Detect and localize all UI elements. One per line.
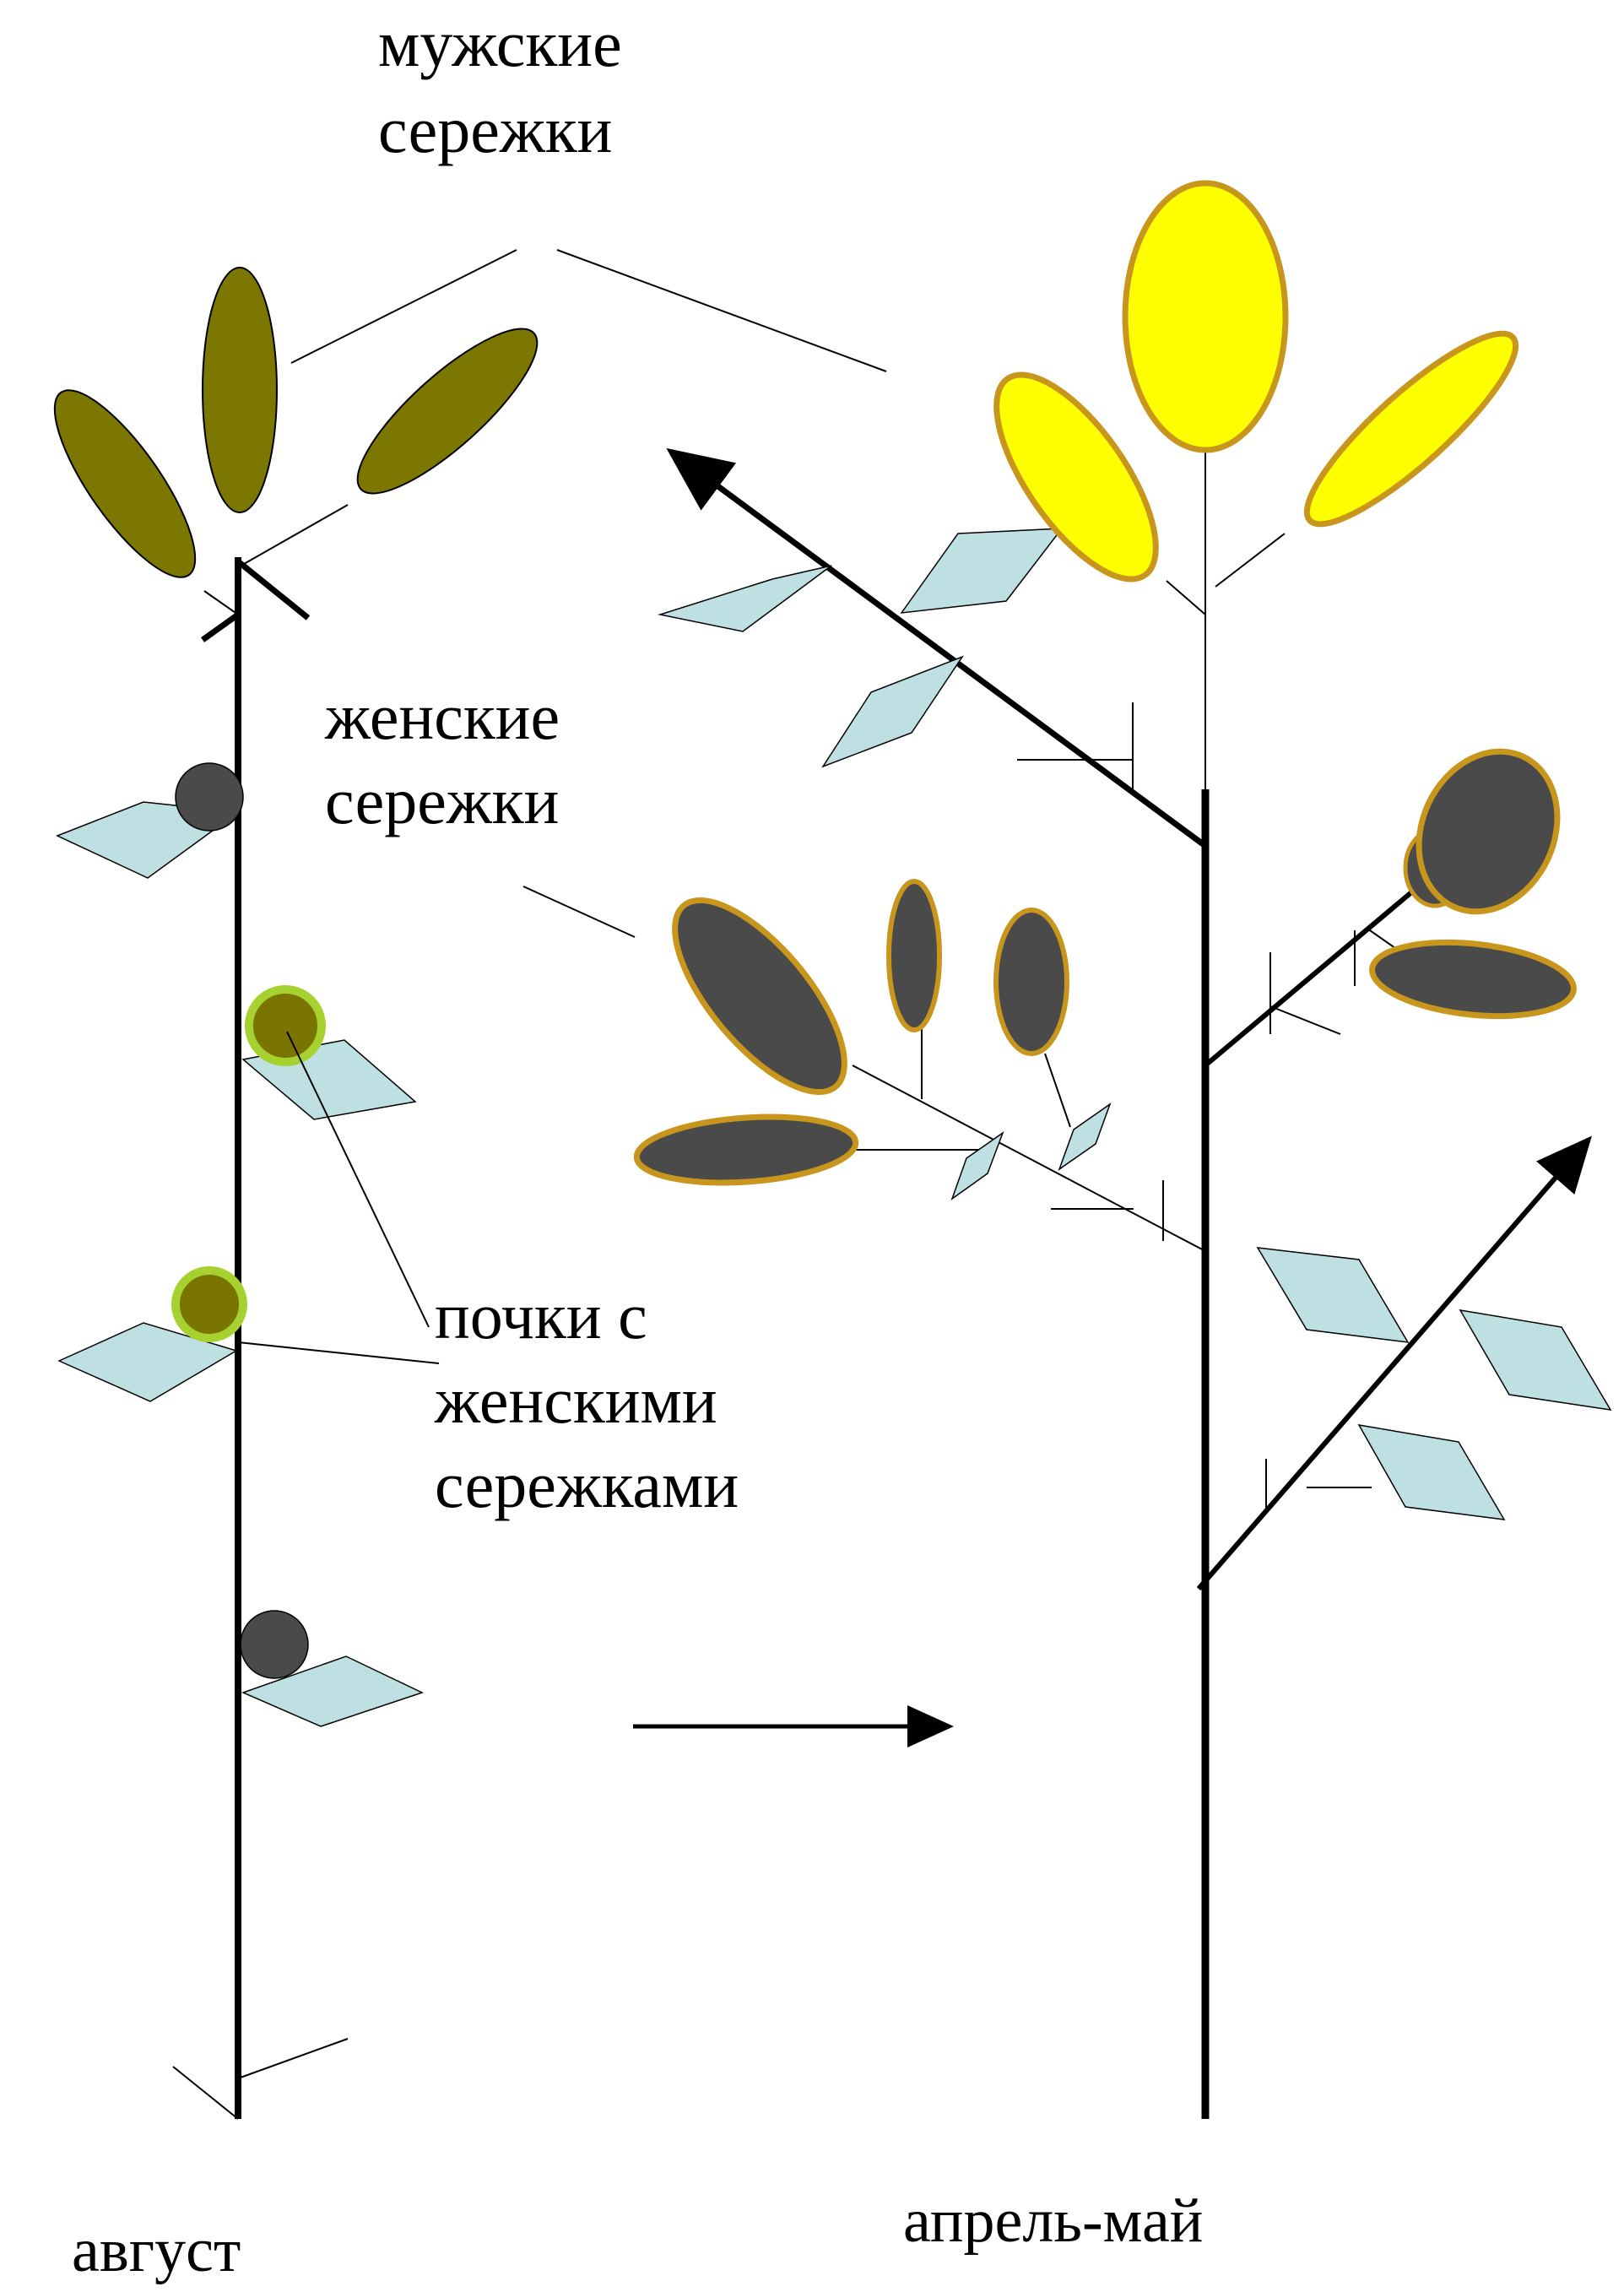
leaf bbox=[660, 566, 831, 631]
female-bud bbox=[249, 989, 322, 1062]
buds-label-line2: женскими bbox=[434, 1363, 717, 1437]
august-stem-base-line-right bbox=[238, 2039, 348, 2078]
male-catkin-olive bbox=[337, 306, 557, 515]
pointer-line bbox=[557, 250, 886, 371]
august-shoot bbox=[32, 268, 558, 2119]
catkin-stalk bbox=[1045, 1054, 1070, 1127]
catkin-stalk bbox=[1215, 534, 1285, 587]
august-stem-base-line-left bbox=[173, 2067, 238, 2119]
leaf bbox=[1460, 1310, 1610, 1410]
female-catkins-label-line1: женские bbox=[324, 680, 560, 753]
female-branch bbox=[853, 1065, 1205, 1251]
male-catkins-label-line1: мужские bbox=[378, 7, 622, 80]
pointer-line bbox=[523, 886, 635, 937]
leaf bbox=[1258, 1248, 1408, 1342]
dark-bud bbox=[241, 1611, 308, 1678]
leaf-small bbox=[1059, 1104, 1110, 1169]
female-catkins-label-line2: сережки bbox=[325, 764, 559, 837]
april-may-shoot bbox=[635, 183, 1610, 2119]
buds-label-line1: почки с bbox=[435, 1279, 647, 1352]
male-catkin-yellow bbox=[1125, 183, 1286, 450]
august-tip-thin bbox=[204, 591, 238, 615]
female-bud bbox=[176, 1271, 243, 1338]
male-catkin-olive bbox=[32, 372, 218, 595]
august-tip-stroke bbox=[238, 561, 308, 618]
august-tip-stroke bbox=[203, 615, 238, 640]
female-catkin-dark bbox=[996, 910, 1067, 1054]
female-catkin-dark bbox=[1368, 934, 1577, 1026]
leaf bbox=[823, 657, 962, 767]
female-catkin-dark bbox=[889, 881, 939, 1030]
female-catkin-dark bbox=[635, 1110, 858, 1189]
branch-tick bbox=[1270, 1006, 1340, 1034]
leaf bbox=[1359, 1425, 1504, 1520]
male-catkin-yellow bbox=[1286, 311, 1537, 546]
april-may-label: апрель-май bbox=[903, 2186, 1203, 2256]
august-label: август bbox=[72, 2216, 241, 2285]
leaf-small bbox=[952, 1133, 1003, 1199]
buds-label-line3: сережками bbox=[435, 1448, 739, 1521]
dark-bud bbox=[176, 763, 243, 831]
pointer-line bbox=[238, 1342, 439, 1363]
catkin-stalk bbox=[1167, 581, 1205, 615]
male-catkin-olive bbox=[203, 268, 277, 512]
leaf bbox=[901, 528, 1062, 613]
august-tip-thin bbox=[238, 505, 348, 567]
female-catkin-dark bbox=[647, 874, 874, 1118]
male-catkins-label-line2: сережки bbox=[378, 93, 612, 166]
